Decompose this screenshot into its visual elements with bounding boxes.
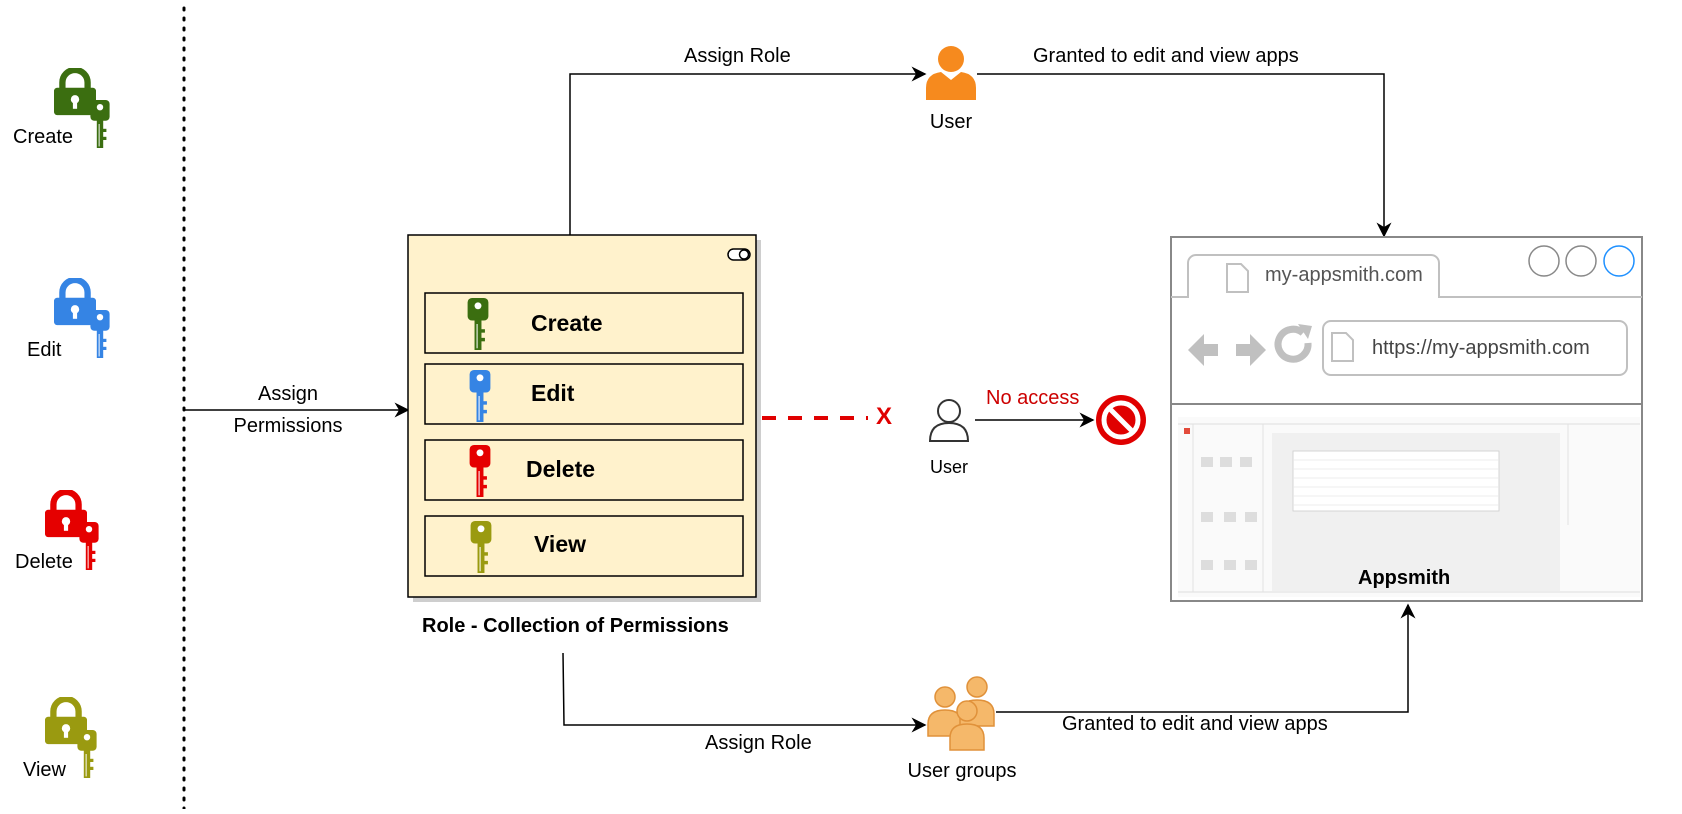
no-entry-icon xyxy=(1096,395,1146,445)
back-arrow-icon[interactable] xyxy=(1188,334,1218,366)
granted-arrow-bottom xyxy=(996,603,1416,713)
granted-label-top: Granted to edit and view apps xyxy=(1033,45,1299,67)
appsmith-screenshot xyxy=(1178,417,1640,597)
role-caption: Role - Collection of Permissions xyxy=(422,615,729,637)
browser-url-text[interactable]: https://my-appsmith.com xyxy=(1372,337,1590,359)
user-icon-outline xyxy=(928,399,970,442)
assign-role-label-top: Assign Role xyxy=(684,45,791,67)
window-control-3[interactable] xyxy=(1603,245,1635,277)
user-label-middle: User xyxy=(929,457,968,477)
browser-tab-title[interactable]: my-appsmith.com xyxy=(1265,264,1423,286)
role-item-edit-label: Edit xyxy=(531,380,575,406)
reload-icon[interactable] xyxy=(1274,324,1312,363)
permission-label-delete: Delete xyxy=(15,551,73,573)
browser-window xyxy=(1170,236,1643,602)
role-item-create-label: Create xyxy=(531,310,603,336)
role-item-delete-label: Delete xyxy=(526,456,596,482)
denied-x-marker: X xyxy=(876,403,893,430)
permission-label-view: View xyxy=(23,759,66,781)
assign-role-arrow-top xyxy=(569,66,927,235)
assign-permissions-line2: Permissions xyxy=(233,415,343,437)
edit-lock-key-icon xyxy=(54,280,110,358)
role-item-view-label: View xyxy=(534,531,586,557)
page-icon xyxy=(1226,263,1249,293)
app-caption: Appsmith xyxy=(1358,567,1451,589)
granted-arrow-top xyxy=(977,73,1392,238)
forward-arrow-icon[interactable] xyxy=(1236,334,1266,366)
window-control-1[interactable] xyxy=(1528,245,1560,277)
user-label-top: User xyxy=(929,111,973,133)
granted-label-bottom: Granted to edit and view apps xyxy=(1062,713,1328,735)
user-groups-label: User groups xyxy=(907,760,1017,782)
no-access-label: No access xyxy=(986,387,1080,409)
assign-role-arrow-bottom xyxy=(562,652,927,733)
address-bar[interactable] xyxy=(1322,320,1628,376)
user-icon-orange xyxy=(926,46,976,100)
assign-role-label-bottom: Assign Role xyxy=(705,732,812,754)
assign-permissions-line1: Assign xyxy=(257,383,319,405)
permission-label-edit: Edit xyxy=(27,339,62,361)
address-page-icon xyxy=(1331,332,1354,362)
user-groups-icon xyxy=(927,676,995,751)
permission-label-create: Create xyxy=(13,126,74,148)
window-control-2[interactable] xyxy=(1565,245,1597,277)
